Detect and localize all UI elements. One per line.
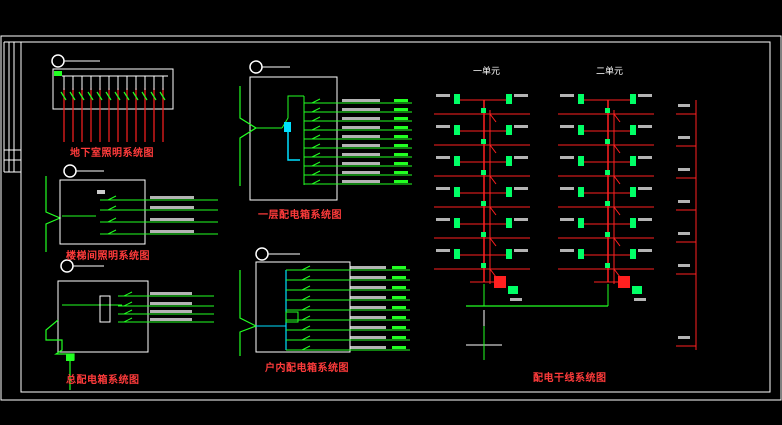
label-unit-2: 二单元	[596, 67, 624, 77]
caption-household-box: 户内配电箱系统图	[265, 363, 349, 374]
riser-diagram	[434, 94, 697, 360]
riser-unit-2	[558, 94, 654, 306]
household-box-diagram	[239, 247, 410, 356]
meter-box-diagram	[45, 259, 214, 390]
caption-meter-box: 总配电箱系统图	[66, 375, 140, 386]
floor-distribution-diagram	[239, 60, 412, 201]
caption-stair-lighting: 楼梯间照明系统图	[66, 251, 150, 262]
basement-lighting-diagram	[51, 54, 174, 142]
caption-floor-distribution: 一层配电箱系统图	[258, 210, 342, 221]
drawing-frame	[0, 35, 782, 401]
riser-unit-1	[434, 94, 530, 306]
caption-basement-lighting: 地下室照明系统图	[70, 148, 154, 159]
label-unit-1: 一单元	[473, 67, 501, 77]
stair-lighting-diagram	[45, 164, 218, 252]
caption-riser: 配电干线系统图	[533, 373, 607, 384]
